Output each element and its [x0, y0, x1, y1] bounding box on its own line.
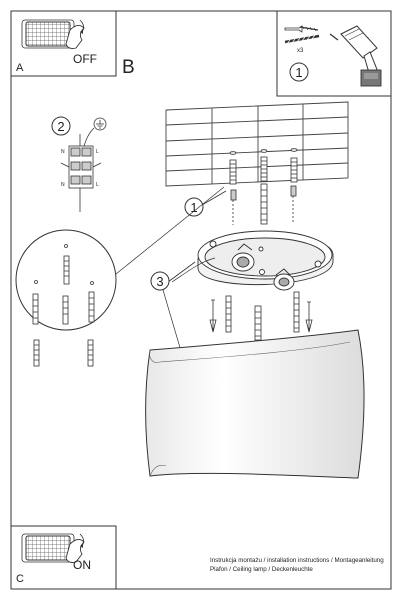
- wire-label-n-bottom: N: [61, 182, 65, 188]
- svg-text:1: 1: [190, 200, 197, 215]
- panel-b-letter: B: [122, 57, 135, 78]
- footer-caption: Instrukcja montażu / installation instru…: [210, 556, 396, 574]
- kit-panel: x3 1: [276, 10, 392, 97]
- panel-c: C ON: [10, 525, 117, 590]
- detail-screws: [33, 339, 94, 367]
- switch-on-icon: [21, 533, 85, 563]
- wall-plugs: [229, 148, 298, 185]
- panel-a-letter: A: [16, 62, 24, 74]
- step-1-marker: 1: [184, 190, 227, 217]
- svg-text:1: 1: [295, 65, 302, 80]
- lamp-socket-2: [273, 268, 295, 291]
- footer-line-1: Instrukcja montażu / installation instru…: [210, 557, 384, 564]
- panel-a-caption: OFF: [73, 52, 97, 66]
- footer-line-2: Plafon / Ceiling lamp / Deckenleuchte: [210, 566, 313, 573]
- wire-label-l-top: L: [96, 149, 99, 155]
- plate-screws: [209, 291, 313, 341]
- ground-icon: [83, 117, 107, 147]
- detail-leader-lines: [110, 186, 225, 283]
- lamp-socket-1: [231, 243, 255, 272]
- sheet-border: [10, 10, 392, 590]
- step-2-marker: 2: [51, 116, 71, 136]
- panel-c-caption: ON: [73, 558, 91, 572]
- terminal-block: [60, 134, 102, 212]
- step-3-marker: 3: [150, 261, 196, 291]
- ceiling-grid: [165, 101, 349, 187]
- svg-text:3: 3: [156, 274, 163, 289]
- drill-icon: [329, 25, 382, 87]
- wire-label-l-bottom: L: [96, 182, 99, 188]
- svg-text:2: 2: [57, 119, 64, 134]
- detail-circle: [15, 229, 117, 331]
- panel-a: A OFF: [10, 10, 117, 77]
- wire-label-n-top: N: [61, 149, 65, 155]
- step-1-marker-kit: 1: [289, 62, 309, 82]
- kit-quantity: x3: [297, 48, 304, 54]
- switch-off-icon: [21, 19, 85, 49]
- mounting-screws: [230, 183, 297, 225]
- screws-icon: [284, 25, 320, 45]
- mounting-plate: [197, 230, 334, 291]
- panel-c-letter: C: [16, 573, 24, 585]
- lamp-shade: [145, 329, 365, 479]
